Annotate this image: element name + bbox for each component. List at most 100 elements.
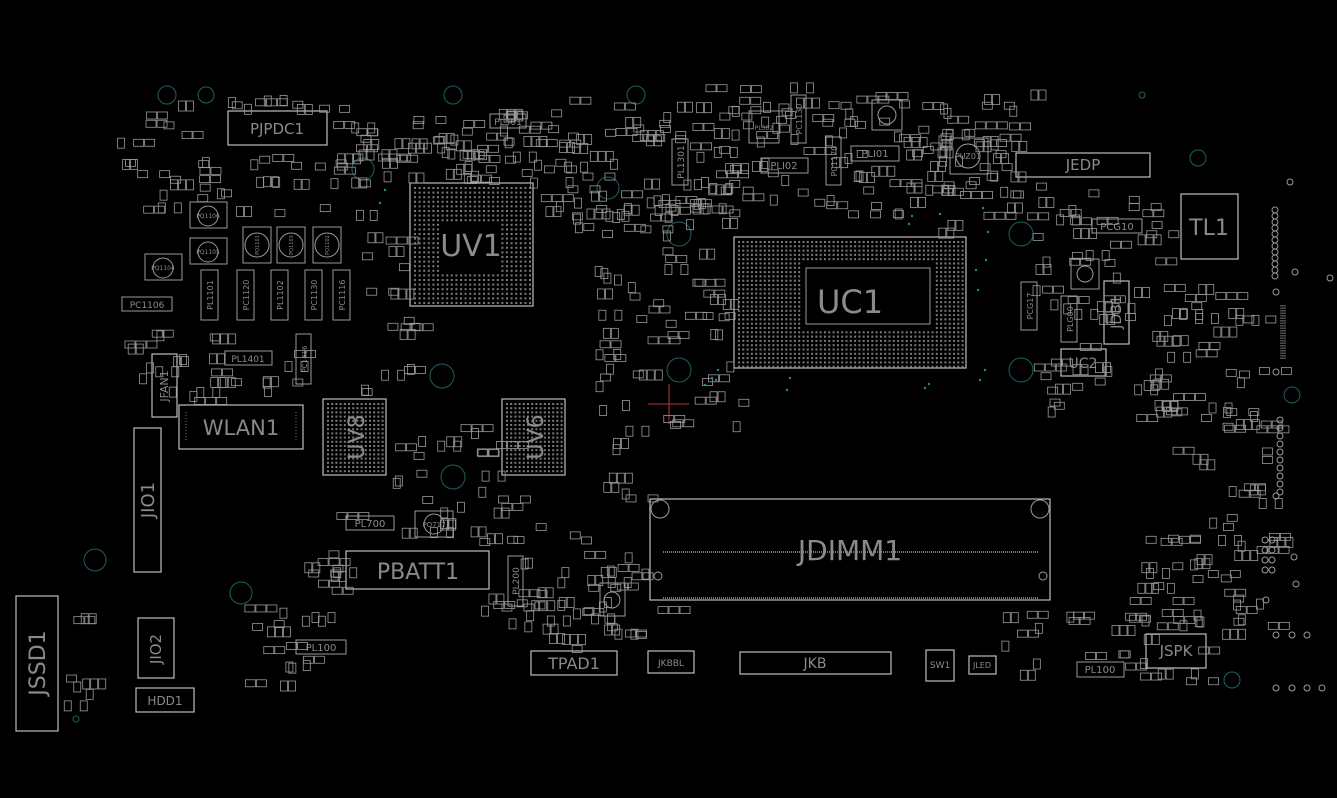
svg-text:PQ1101: PQ1101 (255, 235, 261, 255)
svg-text:PL100: PL100 (306, 643, 337, 654)
uc2-label: UC2 (1069, 356, 1098, 372)
svg-text:PQ1105: PQ1105 (196, 249, 220, 256)
sw1-label: SW1 (930, 661, 950, 671)
svg-text:PL1301: PL1301 (677, 145, 687, 178)
svg-text:PLG00: PLG00 (1066, 306, 1075, 332)
svg-text:PCG17: PCG17 (1026, 293, 1035, 320)
svg-text:PL700: PL700 (355, 519, 386, 530)
component-pc1130[interactable]: PC1130 (304, 269, 323, 321)
svg-text:PC1116: PC1116 (338, 280, 347, 311)
component-jkb[interactable]: JKB (739, 651, 892, 675)
jedp-label: JEDP (1065, 156, 1101, 174)
component-pc1120[interactable]: PC1120 (236, 269, 255, 321)
component-pl700[interactable]: PL700 (345, 515, 395, 531)
edge-connector-pads (1261, 178, 1334, 692)
round-parts: PQ1101 PQ1103 PQ1102 (152, 99, 1100, 617)
svg-text:PQ717: PQ717 (422, 521, 445, 529)
component-pl100a[interactable]: PL100 (295, 639, 347, 655)
component-pl100b[interactable]: PL100 (1076, 661, 1125, 678)
svg-text:PL1401: PL1401 (231, 355, 264, 365)
component-pl1401[interactable]: PL1401 (224, 350, 273, 366)
hdd1-label: HDD1 (147, 694, 182, 708)
uv1-label: UV1 (440, 229, 502, 264)
component-pcg10[interactable]: PCG10 (1091, 218, 1143, 234)
jio1-label: JIO1 (138, 482, 159, 519)
jkbbl-label: JKBBL (657, 659, 684, 669)
svg-text:PLI02: PLI02 (770, 161, 797, 172)
component-pq1104[interactable]: PQ1104 (144, 253, 183, 281)
svg-text:PC1120: PC1120 (242, 280, 251, 311)
svg-text:PL1101: PL1101 (206, 280, 215, 310)
jled-label: JLED (972, 661, 991, 670)
svg-text:PC1106: PC1106 (130, 301, 165, 311)
svg-text:PC1130: PC1130 (310, 280, 319, 311)
component-wlan1[interactable]: WLAN1 (178, 404, 304, 450)
component-pl1301[interactable]: PL1301 (671, 138, 689, 186)
component-sw1[interactable]: SW1 (925, 649, 955, 682)
jdimm1-label: JDIMM1 (796, 534, 902, 567)
uv8-label: UV8 (345, 414, 370, 459)
component-jfan1[interactable]: JFAN1 (151, 353, 178, 418)
component-tl1[interactable]: TL1 (1180, 193, 1239, 260)
component-pc1116[interactable]: PC1116 (332, 269, 351, 321)
component-uc1[interactable]: UC1 (733, 236, 967, 369)
component-jspk[interactable]: JSPK (1145, 633, 1207, 669)
component-pcg17[interactable]: PCG17 (1020, 281, 1038, 331)
svg-text:PC1130: PC1130 (795, 104, 804, 135)
component-pq1105[interactable]: PQ1105 (189, 237, 228, 265)
crosshair-marker (648, 384, 689, 424)
component-tpad1[interactable]: TPAD1 (530, 650, 618, 676)
pjpdc1-label: PJPDC1 (250, 120, 304, 138)
component-jio2[interactable]: JIO2 (137, 617, 175, 679)
jspk-label: JSPK (1159, 642, 1194, 660)
pbatt1-label: PBATT1 (377, 560, 459, 585)
component-pl1102[interactable]: PL1102 (270, 269, 289, 321)
wlan1-label: WLAN1 (203, 416, 279, 440)
component-uv6[interactable]: UV6 (501, 398, 566, 476)
svg-text:PL1102: PL1102 (276, 280, 285, 310)
jkb-label: JKB (803, 656, 827, 672)
component-pq1106[interactable]: PQ1106 (189, 201, 228, 229)
component-pjpdc1[interactable]: PJPDC1 (227, 110, 328, 146)
component-jled[interactable]: JLED (968, 655, 997, 675)
svg-text:PC1416: PC1416 (301, 345, 309, 372)
component-pc1130b[interactable]: PC1130 (790, 94, 807, 144)
jio2-label: JIO2 (147, 634, 165, 665)
svg-text:PCG10: PCG10 (1100, 222, 1134, 233)
component-jedp[interactable]: JEDP (1015, 152, 1151, 178)
svg-text:PQ1104: PQ1104 (151, 265, 175, 272)
component-pc1106[interactable]: PC1106 (121, 296, 173, 312)
component-pc1416[interactable]: PC1416 (295, 333, 312, 385)
svg-text:PC1170: PC1170 (830, 146, 839, 177)
component-jio1[interactable]: JIO1 (133, 427, 162, 573)
via-dots (378, 188, 990, 392)
component-pl1101[interactable]: PL1101 (200, 269, 219, 321)
svg-text:PLI01: PLI01 (861, 149, 888, 160)
uc1-label: UC1 (817, 283, 883, 321)
smd-pads (63, 82, 1294, 712)
svg-text:PQ1106: PQ1106 (196, 213, 220, 220)
component-uv8[interactable]: UV8 (322, 398, 387, 476)
jssd1-label: JSSD1 (26, 630, 51, 697)
svg-text:PL100: PL100 (1085, 665, 1116, 676)
component-pli01[interactable]: PLI01 (850, 145, 900, 162)
uv6-label: UV6 (524, 414, 549, 459)
tpad1-label: TPAD1 (547, 654, 600, 673)
component-hdd1[interactable]: HDD1 (135, 687, 195, 713)
component-uv1[interactable]: UV1 (409, 182, 534, 307)
svg-text:PQ1103: PQ1103 (289, 235, 295, 255)
jfan1-label: JFAN1 (158, 370, 171, 402)
component-jssd1[interactable]: JSSD1 (15, 595, 59, 732)
component-jdimm1[interactable]: JDIMM1 (649, 498, 1051, 601)
tl1-label: TL1 (1188, 216, 1229, 241)
component-pc1170[interactable]: PC1170 (825, 136, 842, 186)
component-pq717[interactable]: PQ717 (414, 510, 454, 538)
svg-text:PL501: PL501 (494, 118, 522, 128)
svg-text:PQ1102: PQ1102 (325, 235, 331, 255)
component-pl200[interactable]: PL200 (507, 555, 524, 607)
component-jkbbl[interactable]: JKBBL (647, 650, 695, 674)
component-pli02[interactable]: PLI02 (760, 157, 809, 174)
component-pbatt1[interactable]: PBATT1 (345, 550, 490, 590)
svg-text:PUZ01: PUZ01 (955, 152, 981, 161)
